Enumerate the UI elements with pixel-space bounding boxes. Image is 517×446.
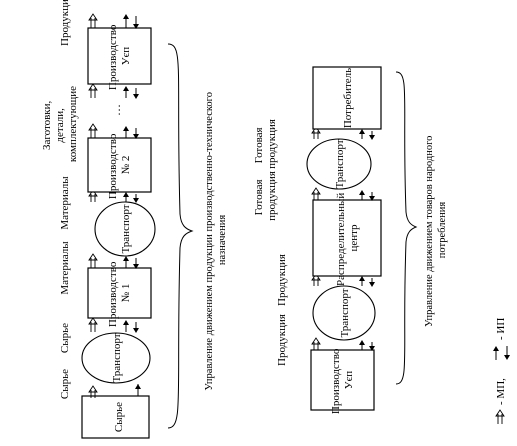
raw-supplier-node: Сырье [81, 395, 150, 439]
material-flow-arrow [88, 189, 98, 202]
left-brace-label-line-2: назначения [217, 215, 228, 265]
production-2-label-line-1: Производство [107, 133, 119, 199]
left-chain: Сырье Транспорт Производство № 1 [41, 0, 228, 439]
right-transport-1-node: Транспорт [312, 285, 376, 341]
info-flow-up-arrow-icon [493, 346, 499, 351]
right-brace [395, 71, 418, 385]
material-flow-arrow [88, 253, 98, 268]
flow-label-finished-1-line-2: продукция [266, 171, 278, 221]
production-2-node: Производство № 2 [87, 131, 152, 199]
flow-label-blanks-line-3: комплектующие [67, 86, 79, 162]
legend-material-flow-label: - МП, [495, 378, 507, 405]
production-n-label-line-1: Производство [107, 24, 119, 90]
flow-label-materials-2: Материалы [59, 176, 71, 230]
left-transport-1-node: Транспорт [81, 332, 151, 384]
flow-label-raw-1: Сырье [59, 369, 71, 399]
distribution-center-label-line-2: центр [348, 224, 360, 252]
ellipsis-label: … [109, 104, 123, 116]
material-flow-arrow [311, 337, 321, 350]
distribution-center-label-line-1: Распределительный [335, 193, 347, 286]
material-flow-arrow [88, 317, 98, 332]
flow-label-finished-2: Готовая продукция [253, 119, 278, 169]
production-2-label: Производство № 2 [107, 131, 132, 199]
production-1-node: Производство № 1 [87, 259, 152, 327]
flow-label-product: Продукция [59, 0, 71, 46]
info-flow-down-arrow-icon [504, 355, 510, 360]
material-flow-arrow [311, 187, 321, 200]
left-transport-2-node: Транспорт [94, 201, 156, 257]
left-brace [167, 43, 194, 429]
consumer-node: Потребитель [312, 66, 382, 130]
production-n-label: Производство Уєп [107, 22, 132, 90]
legend-info-flow-label: - ИП [495, 318, 507, 340]
production-1-label: Производство № 1 [107, 259, 132, 327]
right-transport-2-node: Транспорт [306, 138, 372, 190]
flow-label-blanks-line-2: детали, [54, 108, 66, 143]
consumer-label: Потребитель [342, 68, 354, 128]
production-2-label-line-2: № 2 [120, 156, 132, 175]
flow-label-finished-2-line-1: Готовая [253, 127, 265, 163]
distribution-center-label: Распределительный центр [335, 190, 360, 286]
material-flow-arrow [88, 83, 98, 98]
flow-label-product-2: Продукция [276, 254, 288, 306]
flow-label-finished-1-line-1: Готовая [253, 179, 265, 215]
right-transport-2-label: Транспорт [334, 139, 346, 188]
legend-info-flow: - ИП [493, 318, 510, 360]
production-n-label-line-2: Уєп [120, 47, 132, 66]
right-brace-label-line-2: потребления [437, 202, 448, 259]
production-1-label-line-1: Производство [107, 261, 119, 327]
material-flow-arrow [311, 273, 321, 286]
flow-label-finished-1: Готовая продукция [253, 171, 278, 221]
producer-node: Производство Уєп [310, 346, 375, 414]
left-brace-label: Управление движением продукции производс… [204, 89, 228, 390]
raw-supplier-label: Сырье [113, 402, 125, 432]
producer-label-line-1: Производство [330, 348, 342, 414]
right-transport-1-label: Транспорт [339, 288, 351, 337]
left-transport-2-label: Транспорт [120, 204, 132, 253]
left-brace-label-line-1: Управление движением продукции производс… [204, 92, 215, 391]
left-transport-1-label: Транспорт [111, 333, 123, 382]
producer-label-line-2: Уєп [343, 371, 355, 390]
legend-material-flow: - МП, [495, 378, 507, 424]
flow-label-finished-2-line-2: продукция [266, 119, 278, 169]
right-brace-label-line-1: Управление движением товаров народного [424, 136, 435, 327]
material-flow-arrow [311, 126, 321, 139]
flow-label-blanks: Заготовки, детали, комплектующие [41, 86, 79, 162]
legend: - МП, - ИП [493, 318, 510, 424]
production-n-node: Производство Уєп [87, 22, 152, 90]
material-flow-arrow [88, 385, 98, 398]
material-flow-arrow [88, 123, 98, 138]
right-chain: Производство Уєп Транспорт Распределител… [253, 66, 448, 414]
material-flow-legend-icon [495, 409, 505, 424]
flow-label-product-1: Продукция [276, 314, 288, 366]
production-1-label-line-2: № 1 [120, 284, 132, 303]
material-flow-arrow [88, 13, 98, 28]
right-brace-label: Управление движением товаров народного п… [424, 133, 448, 327]
flow-label-raw-2: Сырье [59, 323, 71, 353]
flow-label-blanks-line-1: Заготовки, [41, 100, 53, 150]
distribution-center-node: Распределительный центр [312, 190, 382, 286]
producer-label: Производство Уєп [330, 346, 355, 414]
flow-label-materials-1: Материалы [59, 241, 71, 295]
